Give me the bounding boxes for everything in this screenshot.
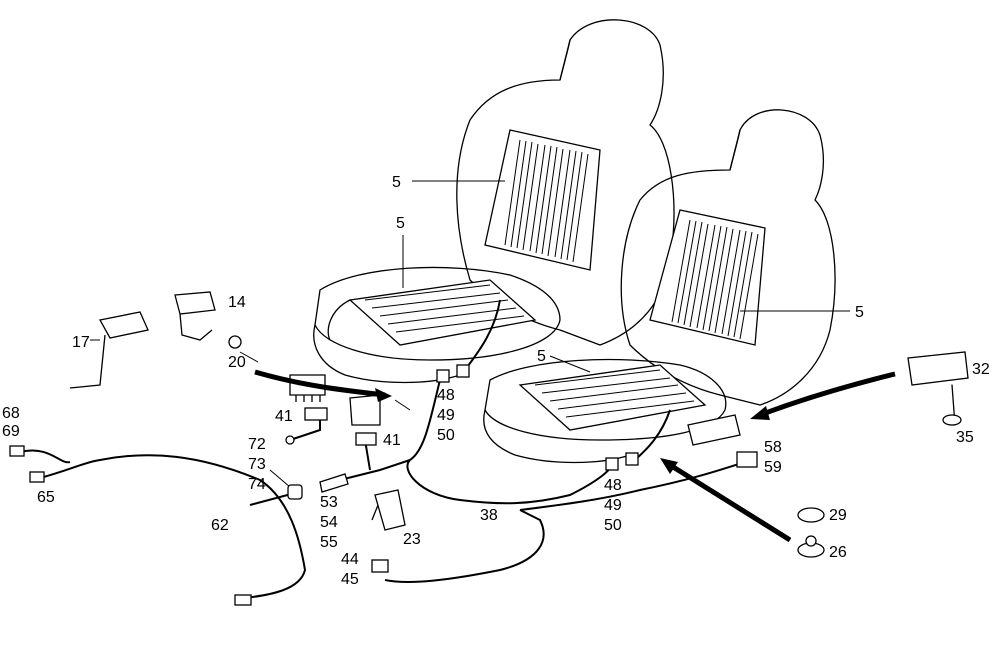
callout-labels: 5 5 5 5 14 17 20 41 41 48 49 50 72 73 74…: [2, 174, 990, 588]
callout-73: 73: [248, 456, 266, 473]
left-seat: [313, 19, 675, 384]
relay-module-b: [349, 394, 381, 426]
callout-29: 29: [829, 507, 847, 524]
connector-62: [234, 594, 252, 606]
callout-49-b: 49: [604, 497, 622, 514]
connector-65: [29, 471, 45, 483]
heating-mat-cushion-right: [518, 364, 707, 431]
callout-55: 55: [320, 534, 338, 551]
callout-17: 17: [72, 334, 90, 351]
connector-41-a: [304, 407, 328, 421]
callout-14: 14: [228, 294, 246, 311]
callout-50-a: 50: [437, 427, 455, 444]
callout-32: 32: [972, 361, 990, 378]
part-29-grommet: [797, 507, 825, 523]
callout-41-b: 41: [383, 432, 401, 449]
part-53-switch: [319, 473, 349, 493]
callout-38: 38: [480, 507, 498, 524]
callout-48-a: 48: [437, 387, 455, 404]
connector-48-a: [436, 369, 450, 383]
callout-48-b: 48: [604, 477, 622, 494]
callout-5-cushion-right: 5: [537, 348, 546, 365]
callout-44: 44: [341, 551, 359, 568]
connector-44: [371, 559, 389, 573]
callout-23: 23: [403, 531, 421, 548]
callout-45: 45: [341, 571, 359, 588]
callout-50-b: 50: [604, 517, 622, 534]
heating-mat-cushion-left: [348, 279, 537, 346]
part-32-module: [907, 351, 969, 386]
connectors: [9, 291, 969, 606]
callout-20: 20: [228, 354, 246, 371]
callout-5-seat-back-left: 5: [392, 174, 401, 191]
connector-68: [9, 445, 25, 457]
callout-72: 72: [248, 436, 266, 453]
part-20-clip: [228, 335, 242, 349]
heating-mat-back-left: [484, 129, 601, 271]
part-72-pin: [285, 435, 295, 445]
callout-59: 59: [764, 459, 782, 476]
callout-5-seat-back-right: 5: [855, 304, 864, 321]
callout-58: 58: [764, 439, 782, 456]
connector-48-b: [605, 457, 619, 471]
callout-49-a: 49: [437, 407, 455, 424]
heating-mat-back-right: [649, 209, 766, 346]
connector-58: [736, 451, 758, 468]
callout-65: 65: [37, 489, 55, 506]
connector-49-a: [456, 364, 470, 378]
direction-arrows: [254, 369, 896, 543]
callout-62: 62: [211, 517, 229, 534]
callout-69: 69: [2, 423, 20, 440]
callout-26: 26: [829, 544, 847, 561]
callout-68: 68: [2, 405, 20, 422]
connector-41-b: [355, 432, 377, 446]
right-seat: [483, 109, 836, 464]
leader-lines: [90, 180, 850, 488]
callout-41-a: 41: [275, 408, 293, 425]
callout-53: 53: [320, 494, 338, 511]
part-14-bracket: [174, 291, 216, 341]
callout-5-cushion-left: 5: [396, 215, 405, 232]
callout-54: 54: [320, 514, 338, 531]
part-72: [287, 484, 303, 500]
part-23-bracket: [371, 489, 406, 531]
control-unit: [687, 414, 741, 446]
callout-35: 35: [956, 429, 974, 446]
connector-49-b: [625, 452, 639, 466]
wiring-harness: [19, 299, 746, 599]
part-17-bracket: [69, 311, 149, 389]
callout-74: 74: [248, 476, 266, 493]
